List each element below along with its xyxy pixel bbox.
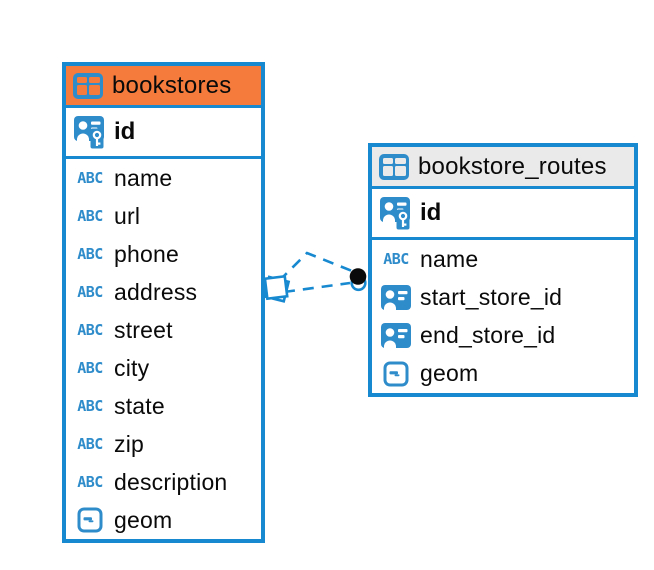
connector-dot-endpoint[interactable]: [349, 268, 367, 285]
text-type-icon: ABC: [77, 245, 103, 263]
connector-squares-endpoint[interactable]: [262, 274, 291, 303]
field-label: url: [114, 202, 141, 229]
relationship-line-lower[interactable]: [283, 281, 351, 294]
primary-key-icon: [380, 197, 410, 230]
field-label: zip: [114, 430, 145, 457]
text-type-icon: ABC: [77, 397, 103, 415]
field-label: state: [114, 392, 165, 419]
field-row-end-store-id[interactable]: end_store_id: [378, 317, 634, 355]
text-type-icon: ABC: [77, 207, 103, 225]
field-row-id[interactable]: id: [66, 108, 261, 159]
field-label: address: [114, 278, 198, 305]
field-row-geom[interactable]: geom: [378, 355, 634, 393]
field-label: id: [114, 118, 136, 145]
text-type-icon: ABC: [77, 169, 103, 187]
field-row-description[interactable]: ABC description: [72, 463, 261, 501]
field-row-id[interactable]: id: [372, 189, 634, 240]
field-list: ABC name ABC url ABC phone ABC address A…: [66, 159, 261, 539]
table-bookstores[interactable]: bookstores id ABC name ABC: [62, 62, 265, 543]
field-label: geom: [420, 360, 479, 387]
field-label: id: [420, 199, 442, 226]
field-label: start_store_id: [420, 283, 563, 310]
field-label: city: [114, 354, 150, 381]
text-type-icon: ABC: [77, 359, 103, 377]
text-type-icon: ABC: [77, 435, 103, 453]
table-header-bookstore-routes[interactable]: bookstore_routes: [372, 147, 634, 189]
text-type-icon: ABC: [77, 321, 103, 339]
foreign-key-icon: [381, 284, 411, 310]
text-type-icon: ABC: [77, 473, 103, 491]
field-label: street: [114, 316, 173, 343]
relationship-line-upper[interactable]: [278, 251, 353, 282]
field-list: ABC name start_store_id: [372, 240, 634, 393]
table-title: bookstores: [112, 71, 232, 99]
table-title: bookstore_routes: [418, 152, 607, 180]
field-row-state[interactable]: ABC state: [72, 387, 261, 425]
field-label: name: [114, 164, 173, 191]
field-row-city[interactable]: ABC city: [72, 349, 261, 387]
field-label: description: [114, 468, 228, 495]
field-row-name[interactable]: ABC name: [378, 240, 634, 278]
table-icon: [379, 153, 409, 180]
field-row-geom[interactable]: geom: [72, 501, 261, 539]
text-type-icon: ABC: [383, 250, 409, 269]
field-row-url[interactable]: ABC url: [72, 197, 261, 235]
primary-key-icon: [74, 116, 104, 149]
geometry-type-icon: [383, 361, 409, 387]
field-row-street[interactable]: ABC street: [72, 311, 261, 349]
field-row-phone[interactable]: ABC phone: [72, 235, 261, 273]
foreign-key-icon: [381, 323, 411, 349]
geometry-type-icon: [77, 507, 103, 533]
field-row-address[interactable]: ABC address: [72, 273, 261, 311]
field-row-name[interactable]: ABC name: [72, 159, 261, 197]
field-label: name: [420, 245, 479, 272]
table-bookstore-routes[interactable]: bookstore_routes id ABC name: [368, 143, 638, 397]
field-label: end_store_id: [420, 322, 556, 349]
field-label: geom: [114, 506, 173, 533]
front-square-icon: [263, 274, 289, 301]
text-type-icon: ABC: [77, 283, 103, 301]
table-icon: [73, 72, 103, 99]
table-header-bookstores[interactable]: bookstores: [66, 66, 261, 108]
field-row-zip[interactable]: ABC zip: [72, 425, 261, 463]
field-row-start-store-id[interactable]: start_store_id: [378, 278, 634, 316]
field-label: phone: [114, 240, 179, 267]
